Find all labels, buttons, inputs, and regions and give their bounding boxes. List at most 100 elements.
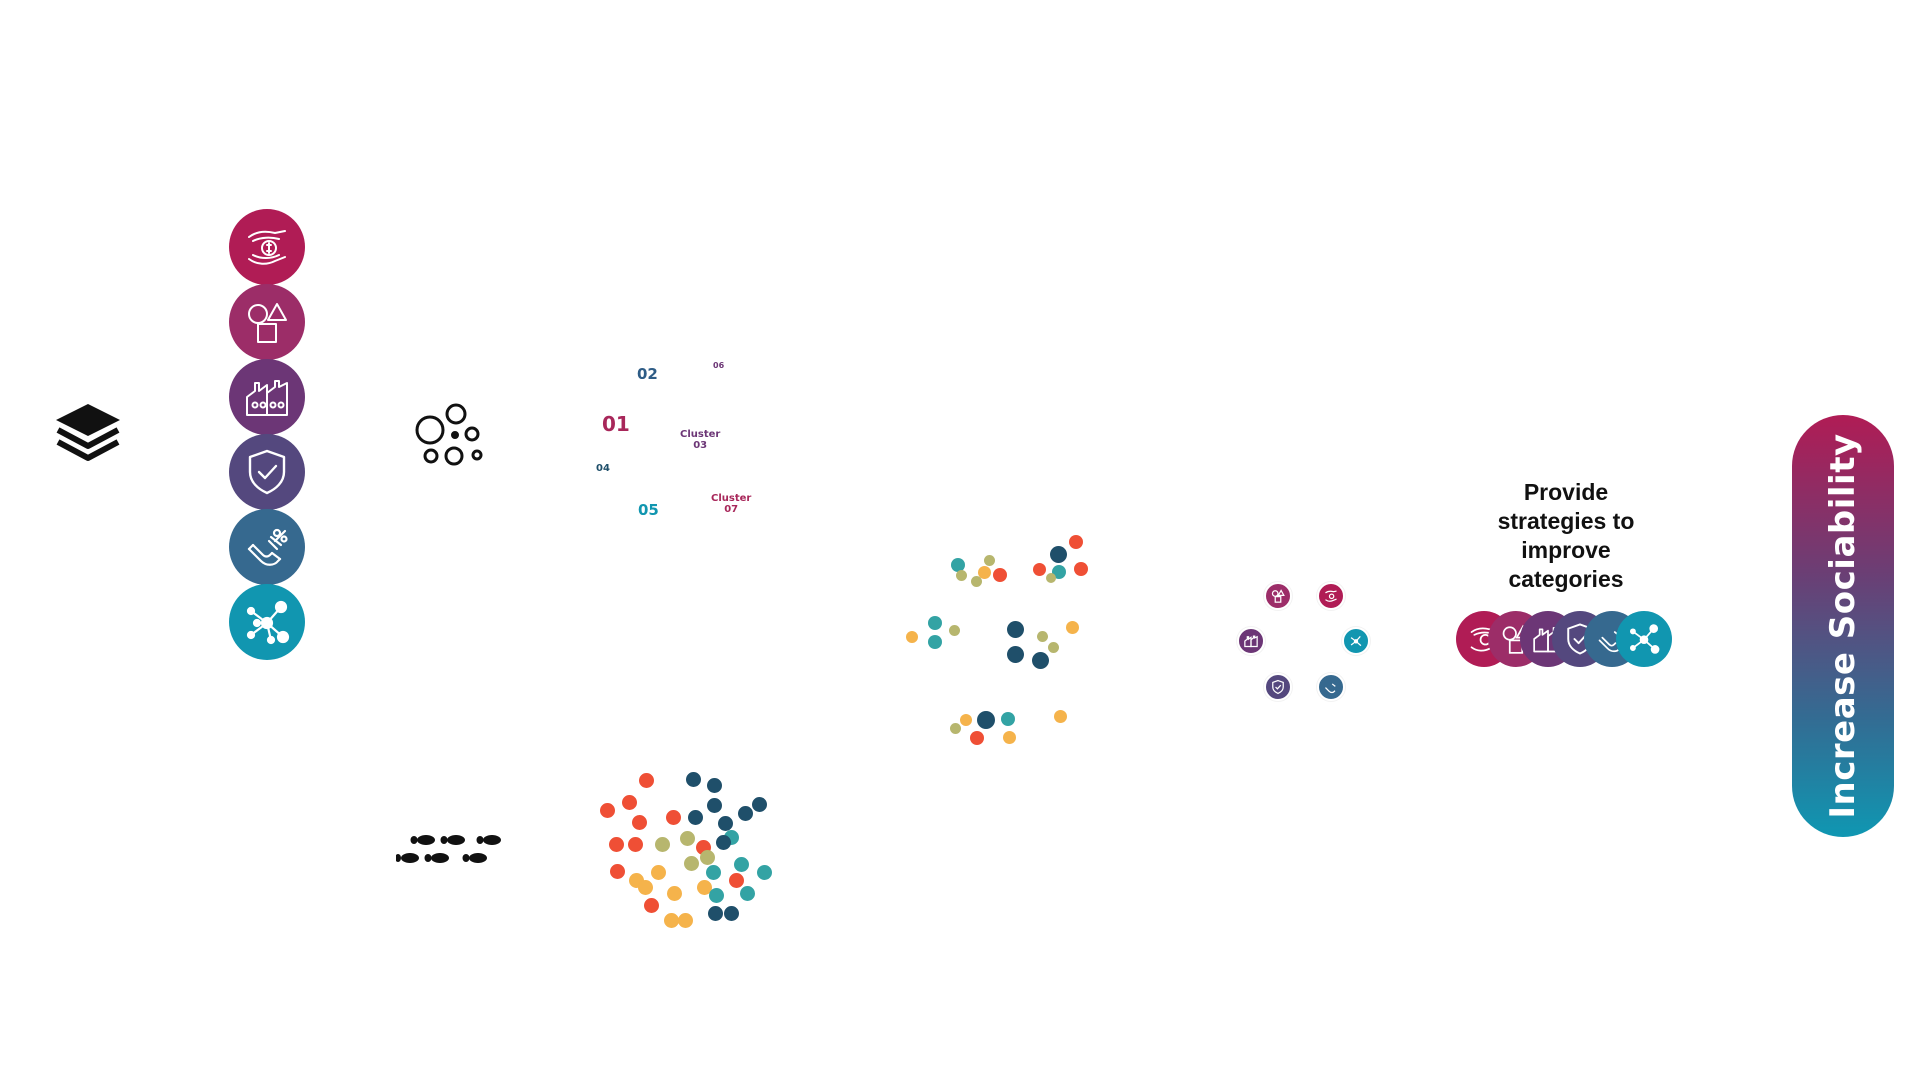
increase-sociability-pill: Increase Sociability (1792, 415, 1894, 837)
category-circle-finance (229, 209, 305, 285)
dot (600, 803, 615, 818)
dot (718, 816, 733, 831)
dot (970, 731, 984, 745)
dot (993, 568, 1007, 582)
dot (978, 566, 991, 579)
cluster-label-01: 01 (602, 412, 630, 436)
shield-check-icon (1272, 679, 1284, 695)
dot (706, 865, 721, 880)
dot (984, 555, 995, 566)
dot (709, 888, 724, 903)
shield-check-icon (248, 449, 286, 495)
dot (680, 831, 695, 846)
category-circle-attraction (229, 509, 305, 585)
cluster-label-05: 05 (638, 501, 659, 519)
shapes-icon (248, 303, 287, 343)
mini-security-circle (1264, 673, 1292, 701)
cluster-03-number: 03 (693, 439, 708, 451)
dot (697, 880, 712, 895)
dot (610, 864, 625, 879)
category-circle-industry (229, 359, 305, 435)
network-icon (1629, 624, 1660, 654)
dot (951, 558, 965, 572)
dot (928, 616, 942, 630)
dot (949, 625, 960, 636)
dot (686, 772, 701, 787)
factory-icon (1244, 635, 1258, 648)
dot (664, 913, 679, 928)
dot (666, 810, 681, 825)
increase-sociability-label: Increase Sociability (1823, 433, 1863, 819)
cluster-label-06: 06 (713, 361, 725, 370)
dot (734, 857, 749, 872)
dot (729, 873, 744, 888)
mini-network-circle (1342, 627, 1370, 655)
category-circle-network (229, 584, 305, 660)
row-network-circle (1616, 611, 1672, 667)
dot (708, 906, 723, 921)
cluster-03-title: Cluster (680, 429, 721, 440)
dot (707, 778, 722, 793)
dot (1001, 712, 1015, 726)
dot (628, 837, 643, 852)
dot (950, 723, 961, 734)
cluster-07-number: 07 (724, 503, 739, 515)
dot (609, 837, 624, 852)
dot (716, 835, 731, 850)
dot (1054, 710, 1067, 723)
mini-attraction-circle (1317, 673, 1345, 701)
dot (928, 635, 942, 649)
dot (678, 913, 693, 928)
cluster-label-07: Cluster 07 (711, 493, 752, 515)
dot (752, 797, 767, 812)
dot (971, 576, 982, 587)
category-circle-shapes (229, 284, 305, 360)
dot (622, 795, 637, 810)
dot (667, 886, 682, 901)
dot (1048, 642, 1059, 653)
dot (655, 837, 670, 852)
network-icon (1350, 635, 1362, 647)
dot (960, 714, 972, 726)
layers-icon (54, 402, 122, 464)
dot (1033, 563, 1046, 576)
shapes-icon (1271, 589, 1285, 603)
provide-strategies-label: Provide strategies to improve categories (1497, 479, 1635, 592)
dot (906, 631, 918, 643)
mini-shapes-circle (1264, 582, 1292, 610)
dot (977, 711, 995, 729)
dot (1037, 631, 1048, 642)
factory-icon (246, 380, 288, 416)
network-icon (246, 600, 290, 645)
mini-finance-circle (1317, 582, 1345, 610)
dot (700, 850, 715, 865)
dot (757, 865, 772, 880)
dot (1007, 621, 1024, 638)
dot (684, 856, 699, 871)
dot (1003, 731, 1016, 744)
dot (688, 810, 703, 825)
dot (738, 806, 753, 821)
cluster-label-03: Cluster 03 (680, 429, 721, 451)
dot (1032, 652, 1049, 669)
dot (1007, 646, 1024, 663)
dot (740, 886, 755, 901)
dot (1046, 573, 1056, 583)
dot (724, 906, 739, 921)
magnet-icon (247, 528, 288, 566)
magnet-icon (1325, 683, 1336, 694)
dot (638, 880, 653, 895)
cluster-07-title: Cluster (711, 493, 752, 504)
footprints-icon (395, 832, 506, 868)
hand-money-icon (248, 230, 286, 265)
dot (644, 898, 659, 913)
category-circle-security (229, 434, 305, 510)
dot (1066, 621, 1079, 634)
dot (632, 815, 647, 830)
dot (707, 798, 722, 813)
mini-industry-circle (1237, 627, 1265, 655)
bubbles-icon (414, 402, 486, 466)
cluster-label-02: 02 (637, 365, 658, 383)
dot (639, 773, 654, 788)
